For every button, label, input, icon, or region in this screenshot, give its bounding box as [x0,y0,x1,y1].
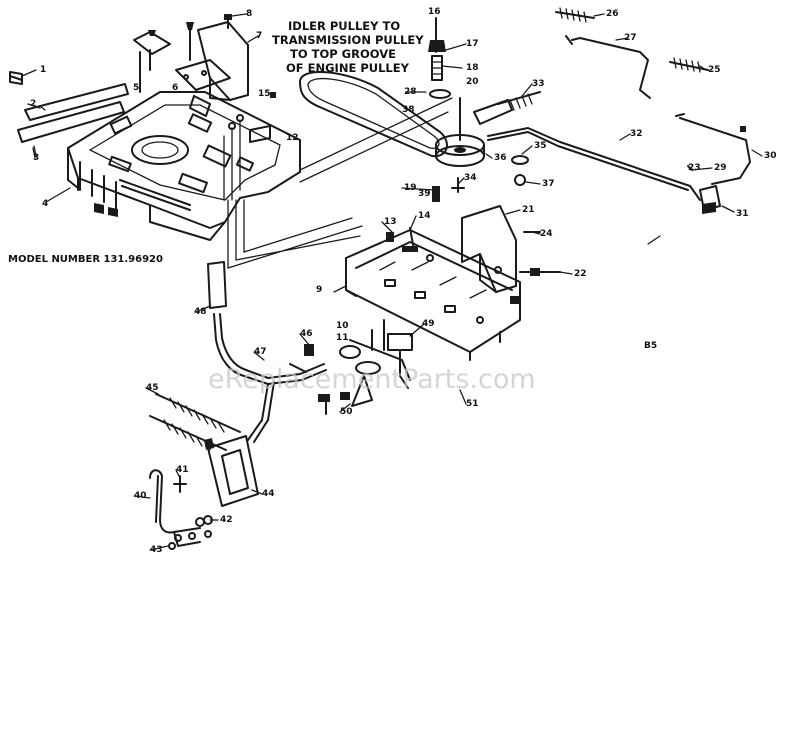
part-label: 17 [466,39,479,49]
part-label: 50 [340,407,353,417]
part-label: 40 [134,491,147,501]
part-label: 43 [150,545,163,555]
part-label: 20 [466,77,479,87]
part-label: 34 [464,173,477,183]
part-label: 21 [522,205,535,215]
part-label: 44 [262,489,275,499]
seat-bracket [133,14,249,101]
part-label: 49 [422,319,435,329]
part-label: 32 [630,129,643,139]
linkage-assembly [318,319,413,415]
leader-lines [21,13,763,551]
part-label: 7 [256,31,262,41]
callout-line-1: IDLER PULLEY TO [288,19,400,33]
part-label: 51 [466,399,479,409]
part-label: 16 [428,7,441,17]
part-label: 37 [542,179,555,189]
watermark: eReplacementParts.com [208,364,536,395]
part-label: 39 [418,189,431,199]
part-label: 14 [418,211,431,221]
frame-hardware [386,227,561,304]
part-label: 45 [146,383,159,393]
pedal-assembly [149,261,327,550]
pan-bolts [189,92,276,201]
part-label: 25 [708,65,721,75]
part-label: 6 [172,83,178,93]
part-label: 10 [336,321,349,331]
part-label: 12 [286,133,299,143]
part-number-labels: 1 2 3 4 5 6 7 8 9 10 11 12 13 14 15 16 1… [30,7,777,555]
part-label: 42 [220,515,233,525]
v-belt [299,71,448,158]
part-label: 35 [534,141,547,151]
part-label: 29 [714,163,727,173]
part-label: 31 [736,209,749,219]
callout-line-3: TO TOP GROOVE [290,47,396,61]
part-label: 5 [133,83,139,93]
callout-note: IDLER PULLEY TO TRANSMISSION PULLEY TO T… [272,19,424,75]
part-label: 2 [30,99,36,109]
part-label: 15 [258,89,271,99]
part-label: 30 [764,151,777,161]
part-label: 33 [532,79,545,89]
corner-code: B5 [644,341,657,351]
part-label: 26 [606,9,619,19]
part-label: 11 [336,333,349,343]
part-label: 27 [624,33,637,43]
model-number-label: MODEL NUMBER 131.96920 [8,254,163,265]
part-label: 4 [42,199,48,209]
part-label: 1 [40,65,46,75]
alignment-lines [227,97,453,269]
callout-line-4: OF ENGINE PULLEY [286,61,410,75]
idler-pulley-assembly [428,17,541,202]
part-label: 41 [176,465,189,475]
part-label: 23 [688,163,701,173]
part-label: 48 [194,307,207,317]
frame-bracket [461,205,517,293]
part-label: 47 [254,347,267,357]
part-label: 8 [246,9,252,19]
bumper-strips [9,71,129,159]
part-label: 13 [384,217,397,227]
part-label: 22 [574,269,587,279]
callout-line-2: TRANSMISSION PULLEY [272,33,424,47]
part-label: 18 [466,63,479,73]
part-label: 24 [540,229,553,239]
part-label: 46 [300,329,313,339]
part-label: 36 [494,153,507,163]
part-label: 3 [33,153,39,163]
part-label: 38 [402,105,415,115]
clutch-rods [487,7,751,245]
body-frame-assembly [67,91,301,241]
part-label: 9 [316,285,322,295]
